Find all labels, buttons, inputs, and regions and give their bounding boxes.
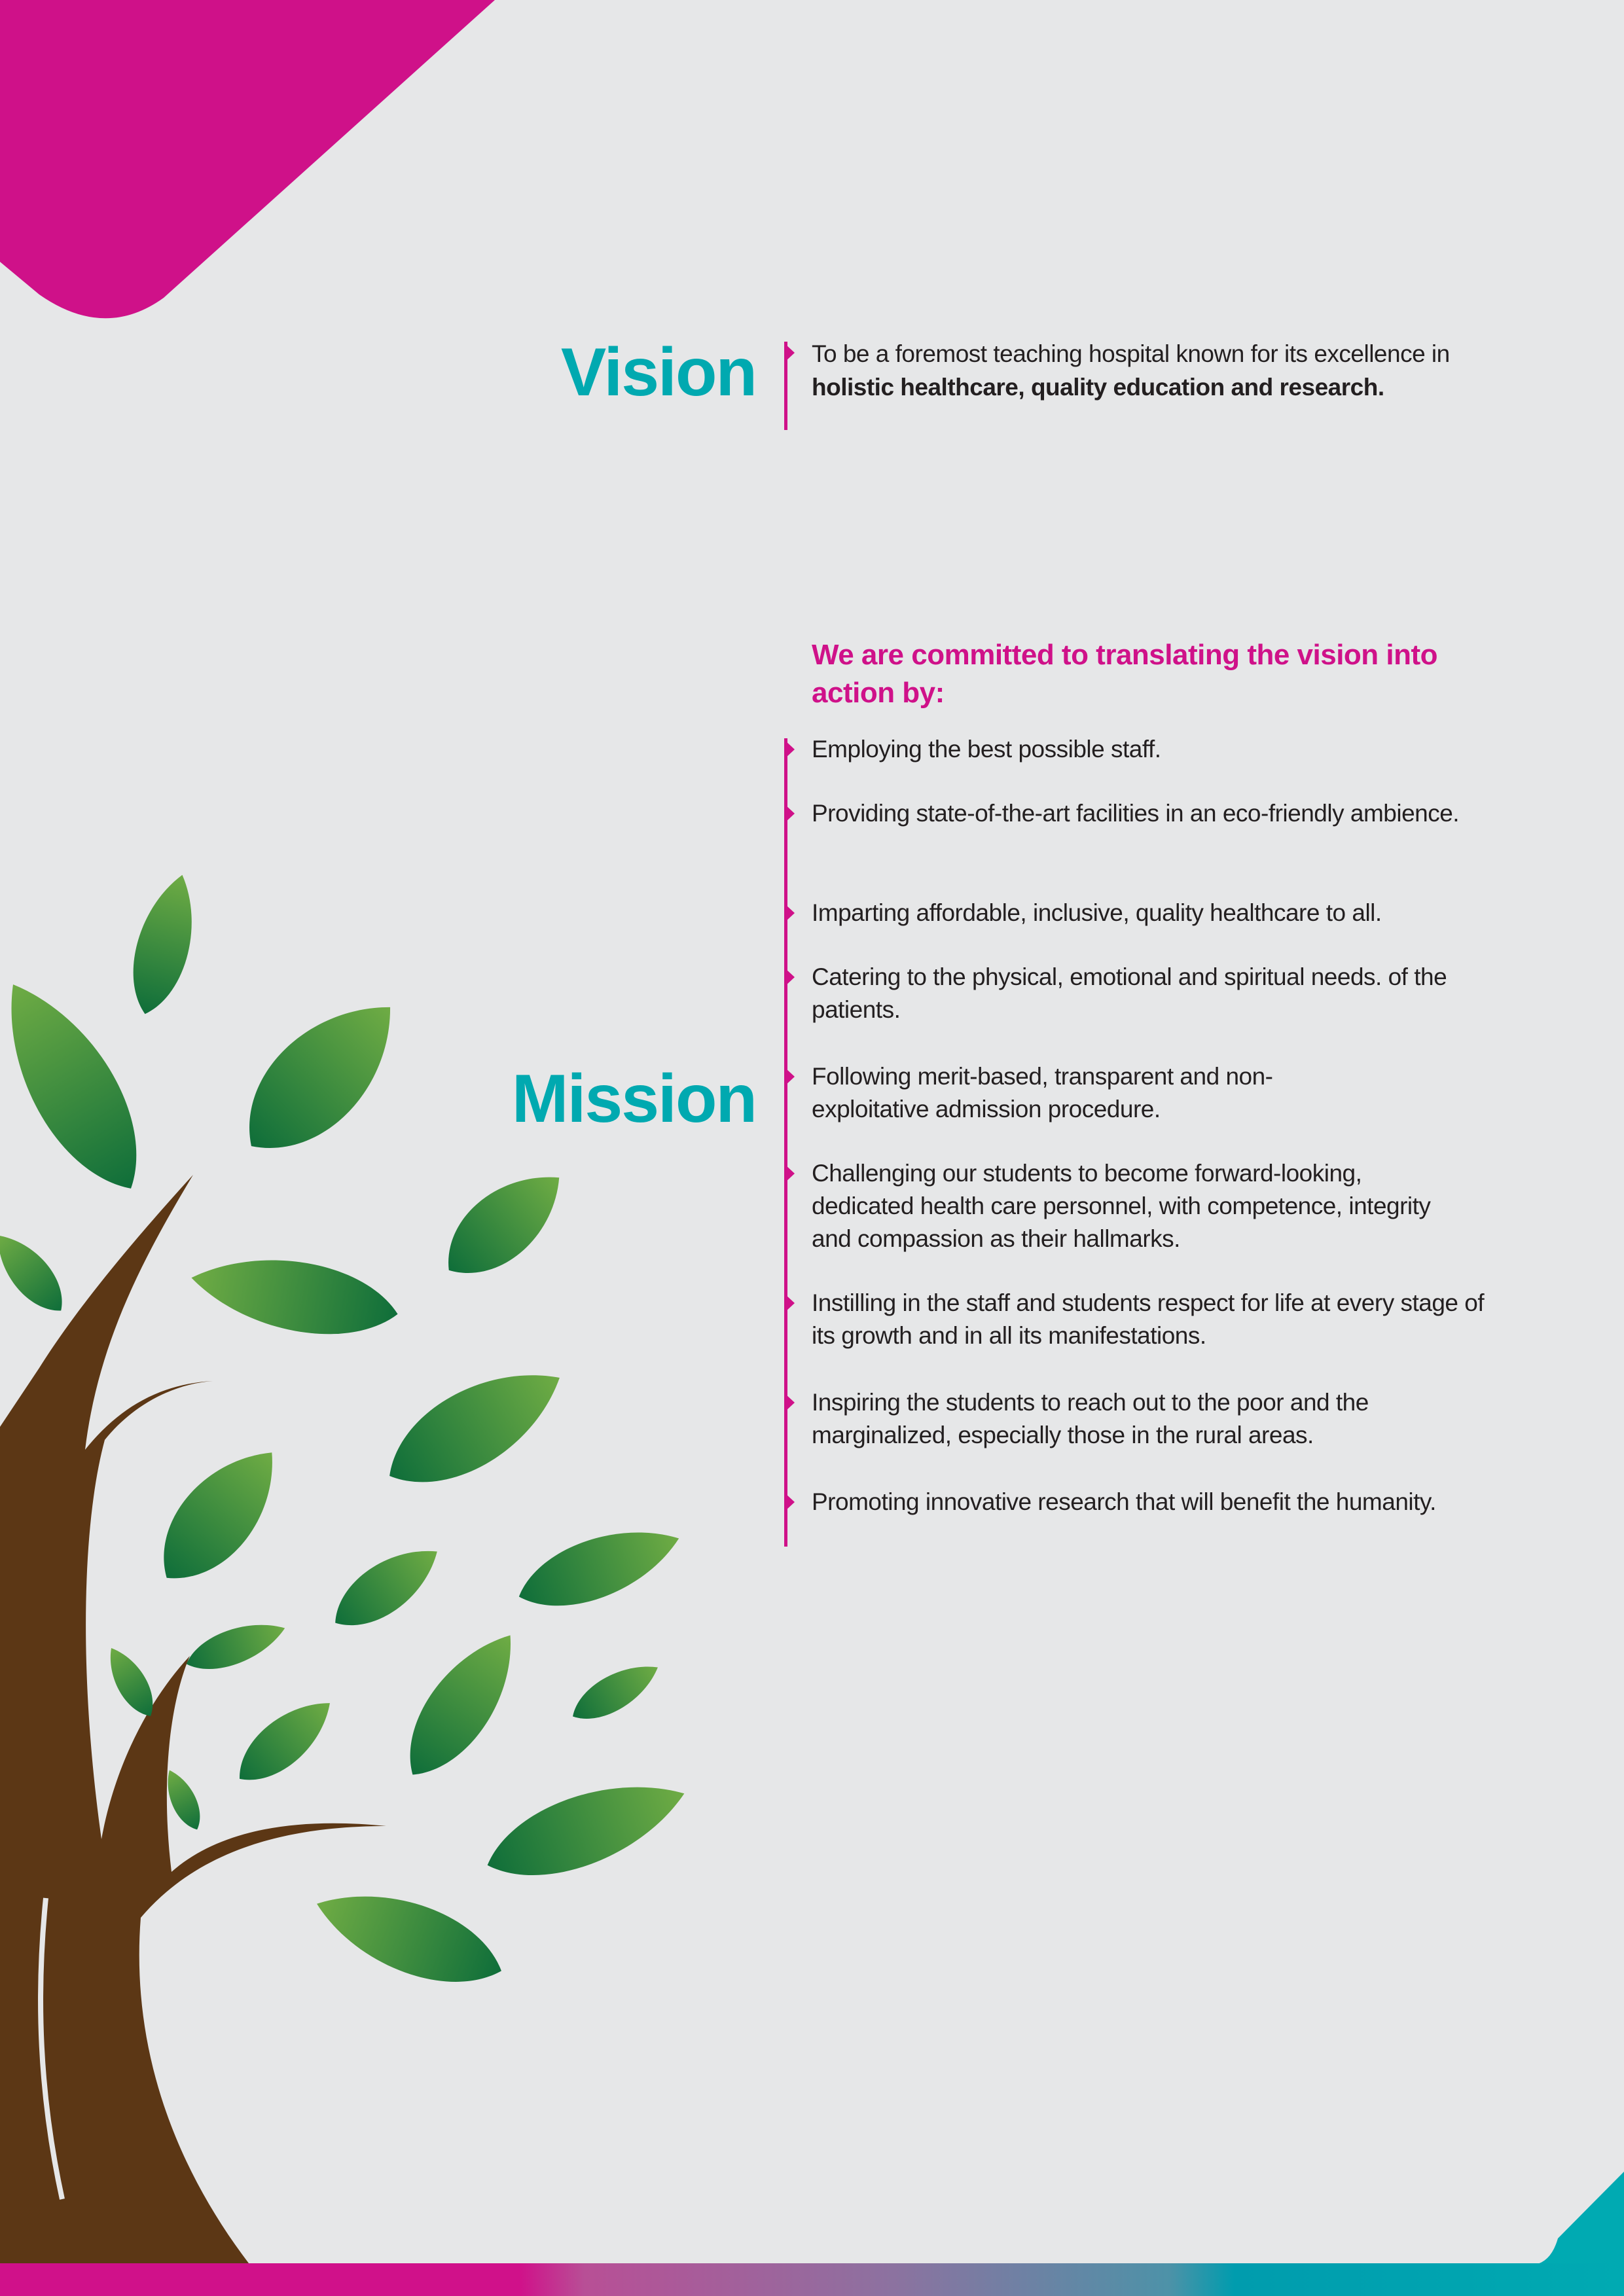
leaf [240,1703,330,1780]
leaf [410,1635,511,1775]
mission-intro: We are committed to translating the visi… [812,639,1438,709]
leaf [518,1532,679,1606]
leaf [110,1648,153,1716]
leaf [186,1624,285,1669]
corner-shape-top-left [0,0,495,319]
bullet-marker-icon [785,905,795,922]
leaf [133,874,192,1014]
vision-divider [784,342,787,430]
leaf [249,1007,391,1148]
mission-item: Following merit-based, transparent and n… [812,1063,1273,1122]
vision-heading: Vision [560,334,757,410]
bullet-marker-icon [785,969,795,986]
mission-divider [784,738,787,1547]
mission-item: Instilling in the staff and students res… [812,1289,1485,1349]
leaf [335,1551,437,1626]
leaf [448,1177,560,1273]
vision-statement: To be a foremost teaching hospital known… [812,337,1466,404]
bullet-marker-icon [785,1068,795,1085]
bullet-marker-icon [785,741,795,758]
mission-item: Inspiring the students to reach out to t… [812,1389,1369,1448]
tree-leaves [0,874,685,1982]
leaf [317,1896,501,1982]
tree-trunk [0,1175,386,2263]
leaf [191,1260,398,1335]
mission-item: Imparting affordable, inclusive, quality… [812,899,1382,926]
leaf [487,1787,685,1875]
mission-heading: Mission [511,1061,757,1137]
vision-text-regular: To be a foremost teaching hospital known… [812,340,1450,367]
leaf [168,1770,200,1830]
leaf [389,1375,560,1482]
bullet-marker-icon [785,1394,795,1411]
mission-item: Providing state-of-the-art facilities in… [812,800,1460,827]
mission-item: Employing the best possible staff. [812,736,1161,762]
leaf [0,1235,62,1311]
mission-item: Promoting innovative research that will … [812,1488,1436,1515]
vision-marker-icon [785,344,795,361]
footer-gradient-bar [0,2263,1624,2296]
leaf [164,1452,272,1579]
vision-text-bold: holistic healthcare, quality education a… [812,374,1384,401]
mission-item: Challenging our students to become forwa… [812,1160,1431,1252]
leaf [11,984,137,1189]
leaf [573,1666,658,1719]
bullet-marker-icon [785,1165,795,1182]
bullet-marker-icon [785,805,795,822]
corner-shape-bottom-right [1535,2172,1624,2265]
bullet-marker-icon [785,1494,795,1511]
bullet-marker-icon [785,1295,795,1312]
mission-item: Catering to the physical, emotional and … [812,963,1447,1023]
